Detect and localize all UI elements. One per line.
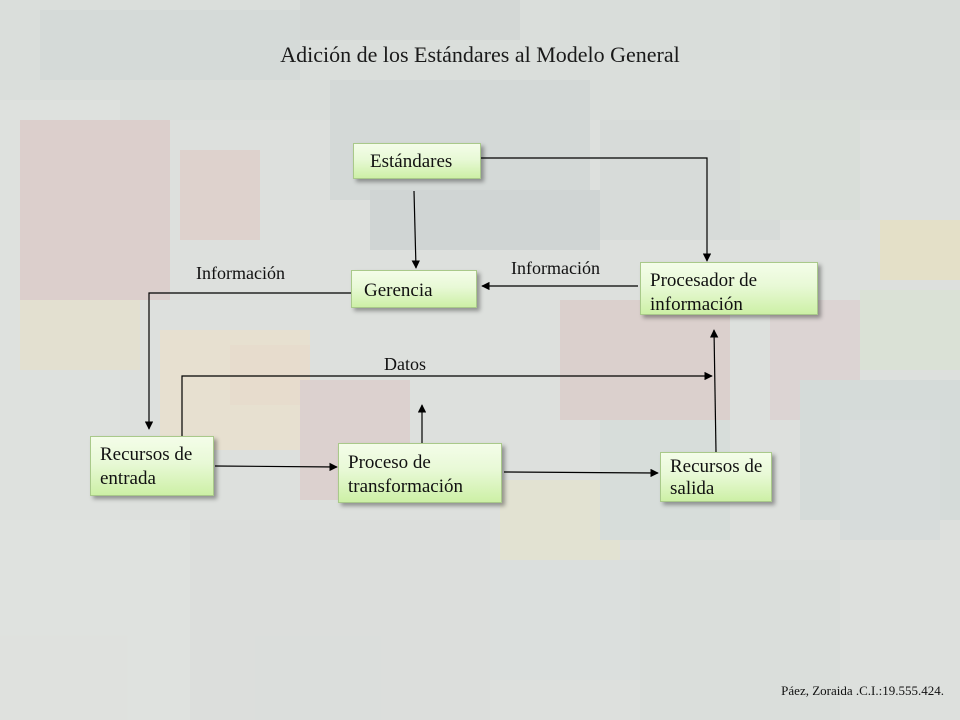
node-gerencia-label: Gerencia — [364, 280, 433, 301]
arrow-estandares-procesador — [481, 157, 712, 262]
edge-label-informacion-left: Información — [196, 263, 285, 283]
arrow-salida-procesador — [709, 329, 719, 453]
node-recursos-entrada-label: Recursos de entrada — [100, 444, 193, 489]
node-estandares-label: Estándares — [370, 151, 453, 172]
arrow-proceso-salida — [503, 468, 659, 478]
node-proceso-transformacion-label: Proceso de transformación — [348, 452, 464, 497]
edge-label-informacion-right: Información — [511, 258, 600, 278]
author-credit: Páez, Zoraida .C.I.:19.555.424. — [781, 683, 944, 698]
node-recursos-salida-label: Recursos de salida — [670, 456, 763, 499]
page-title: Adición de los Estándares al Modelo Gene… — [280, 42, 680, 67]
arrow-estandares-gerencia — [411, 190, 421, 269]
arrow-gerencia-recursos-entrada — [144, 292, 351, 430]
node-proceso-transformacion: Proceso de transformación — [338, 443, 502, 503]
node-procesador-label: Procesador de información — [650, 270, 758, 315]
node-procesador: Procesador de información — [640, 262, 818, 315]
node-gerencia: Gerencia — [351, 270, 477, 308]
arrow-datos-entrada-procesador — [181, 371, 713, 436]
node-recursos-salida: Recursos de salida — [660, 452, 772, 502]
node-estandares: Estándares — [353, 143, 481, 179]
arrow-entrada-proceso — [214, 462, 338, 472]
node-recursos-entrada: Recursos de entrada — [90, 436, 214, 496]
edge-label-datos: Datos — [384, 354, 426, 374]
